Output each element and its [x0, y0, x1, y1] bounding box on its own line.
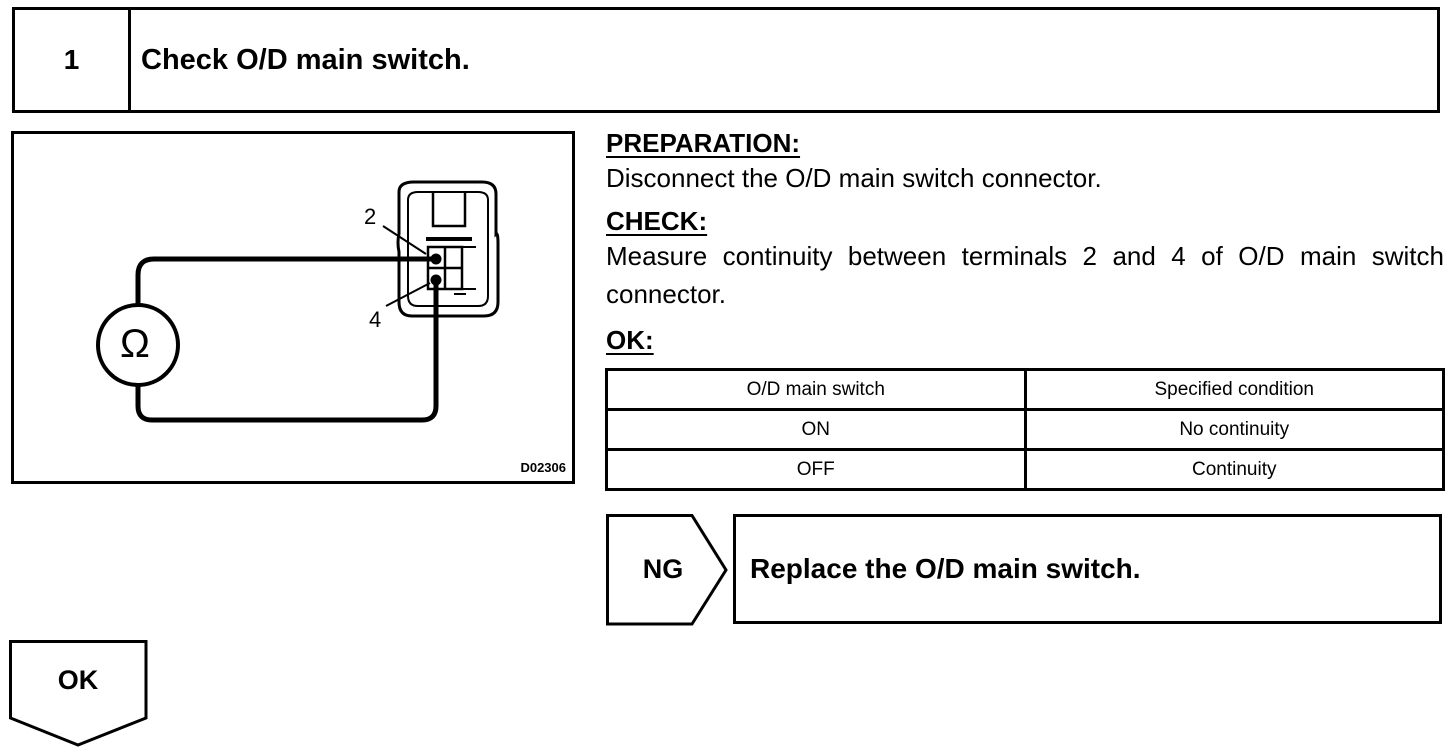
ohmmeter-connection-diagram	[96, 180, 500, 423]
preparation-heading: PREPARATION:	[606, 128, 801, 158]
ohmmeter	[96, 303, 180, 387]
ng-result-box: Replace the O/D main switch.	[733, 514, 1442, 624]
check-text: Measure continuity between terminals 2 a…	[606, 241, 1444, 309]
table-cell: OFF	[605, 448, 1027, 491]
terminal-2-label: 2	[364, 204, 377, 229]
table-row: ON No continuity	[605, 408, 1445, 451]
test-lead-1	[135, 256, 436, 307]
figure-id: D02306	[520, 460, 566, 475]
step-number: 1	[15, 10, 131, 110]
table-cell: ON	[605, 408, 1027, 451]
ng-label: NG	[642, 554, 684, 584]
ok-criteria-section: OK:	[606, 325, 1444, 356]
step-title: Check O/D main switch.	[141, 44, 470, 76]
table-cell: Continuity	[1023, 448, 1445, 491]
ok-arrow-shape	[9, 640, 148, 747]
connector-housing	[396, 180, 500, 318]
connector-inner	[407, 191, 489, 307]
table-cell: No continuity	[1023, 408, 1445, 451]
check-section: CHECK: Measure continuity between termin…	[606, 206, 1444, 313]
test-lead-2	[135, 280, 439, 423]
table-row: OFF Continuity	[605, 448, 1445, 491]
check-heading: CHECK:	[606, 206, 708, 236]
table-header-cell: Specified condition	[1023, 368, 1445, 411]
ohm-symbol: Ω	[120, 322, 150, 366]
wiring-figure: 2 4 Ω D02306	[11, 131, 575, 484]
table-header-row: O/D main switch Specified condition	[605, 368, 1445, 411]
ok-label: OK	[57, 665, 99, 695]
preparation-text: Disconnect the O/D main switch connector…	[606, 163, 1102, 193]
preparation-section: PREPARATION: Disconnect the O/D main swi…	[606, 128, 1444, 197]
terminal-4-label: 4	[369, 307, 382, 332]
table-header-cell: O/D main switch	[605, 368, 1027, 411]
ng-arrow-shape	[606, 514, 728, 626]
connector-latch	[431, 192, 467, 228]
step-header: 1 Check O/D main switch.	[12, 7, 1440, 113]
ok-criteria-heading: OK:	[606, 325, 654, 355]
spec-table: O/D main switch Specified condition ON N…	[605, 368, 1445, 491]
